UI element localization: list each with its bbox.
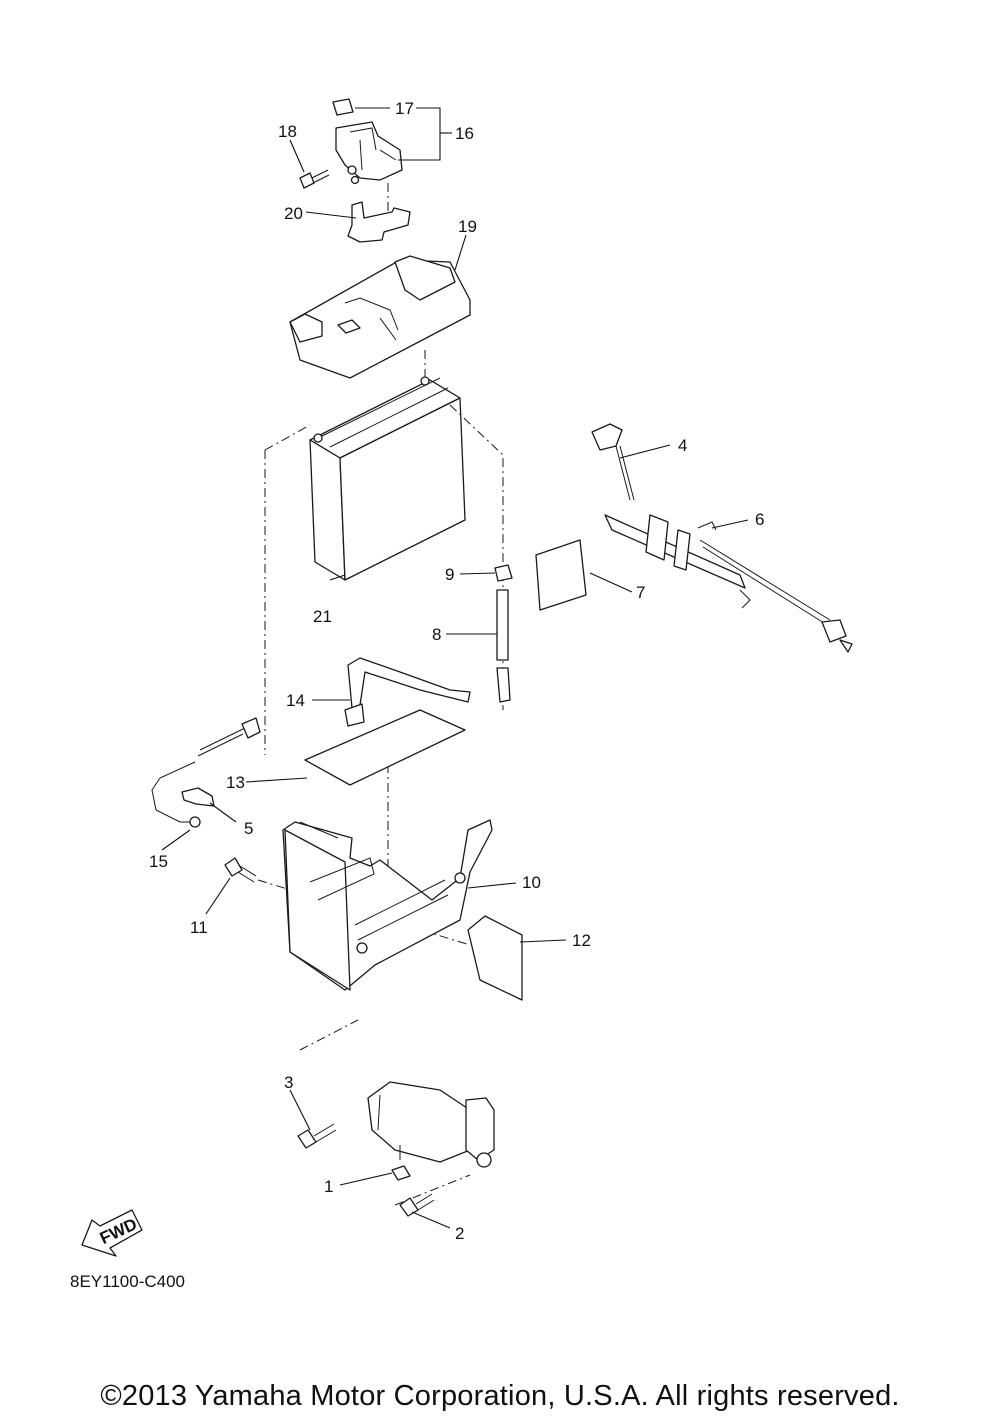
callout-21: 21 [313, 607, 332, 626]
starter-relay-assembly [332, 98, 403, 225]
bracket-20 [347, 201, 411, 243]
breather-pipe-8 [496, 589, 511, 703]
battery-cover-19 [289, 255, 471, 379]
callouts: 17 16 18 20 19 4 6 9 7 21 8 14 13 5 15 1… [149, 99, 764, 1243]
sheet-13 [304, 709, 466, 786]
cap-9 [494, 564, 513, 582]
leader-lines [161, 107, 749, 1229]
callout-17: 17 [395, 99, 414, 118]
fwd-arrow-icon: FWD [81, 1209, 143, 1257]
lead-wire-harness [591, 423, 853, 653]
callout-2: 2 [455, 1224, 464, 1243]
callout-5: 5 [244, 819, 253, 838]
callout-12: 12 [572, 931, 591, 950]
bolt-2 [399, 1193, 435, 1217]
callout-18: 18 [278, 122, 297, 141]
callout-9: 9 [445, 565, 454, 584]
callout-16: 16 [455, 124, 474, 143]
pad-7 [535, 539, 587, 611]
callout-15: 15 [149, 852, 168, 871]
battery-box-10 [282, 819, 493, 991]
clamp-5 [181, 787, 215, 807]
starter-motor [367, 1081, 495, 1168]
copyright-notice: ©2013 Yamaha Motor Corporation, U.S.A. A… [100, 1380, 900, 1412]
callout-10: 10 [522, 873, 541, 892]
callout-20: 20 [284, 204, 303, 223]
bolt-3 [297, 1123, 337, 1149]
callout-19: 19 [458, 217, 477, 236]
pad-12 [467, 915, 523, 1001]
callout-1: 1 [324, 1177, 333, 1196]
callout-3: 3 [284, 1073, 293, 1092]
callout-13: 13 [226, 773, 245, 792]
callout-4: 4 [678, 436, 687, 455]
bolt-11 [224, 857, 257, 883]
ground-lead-15 [151, 717, 261, 828]
callout-11: 11 [190, 918, 208, 937]
nut-1 [391, 1165, 411, 1181]
battery-21 [309, 376, 466, 581]
bolt-18 [299, 169, 330, 189]
callout-6: 6 [755, 510, 764, 529]
battery-band-14 [344, 657, 471, 727]
callout-7: 7 [636, 583, 645, 602]
callout-14: 14 [286, 691, 305, 710]
diagram-code: 8EY1100-C400 [70, 1272, 185, 1291]
callout-8: 8 [432, 625, 441, 644]
